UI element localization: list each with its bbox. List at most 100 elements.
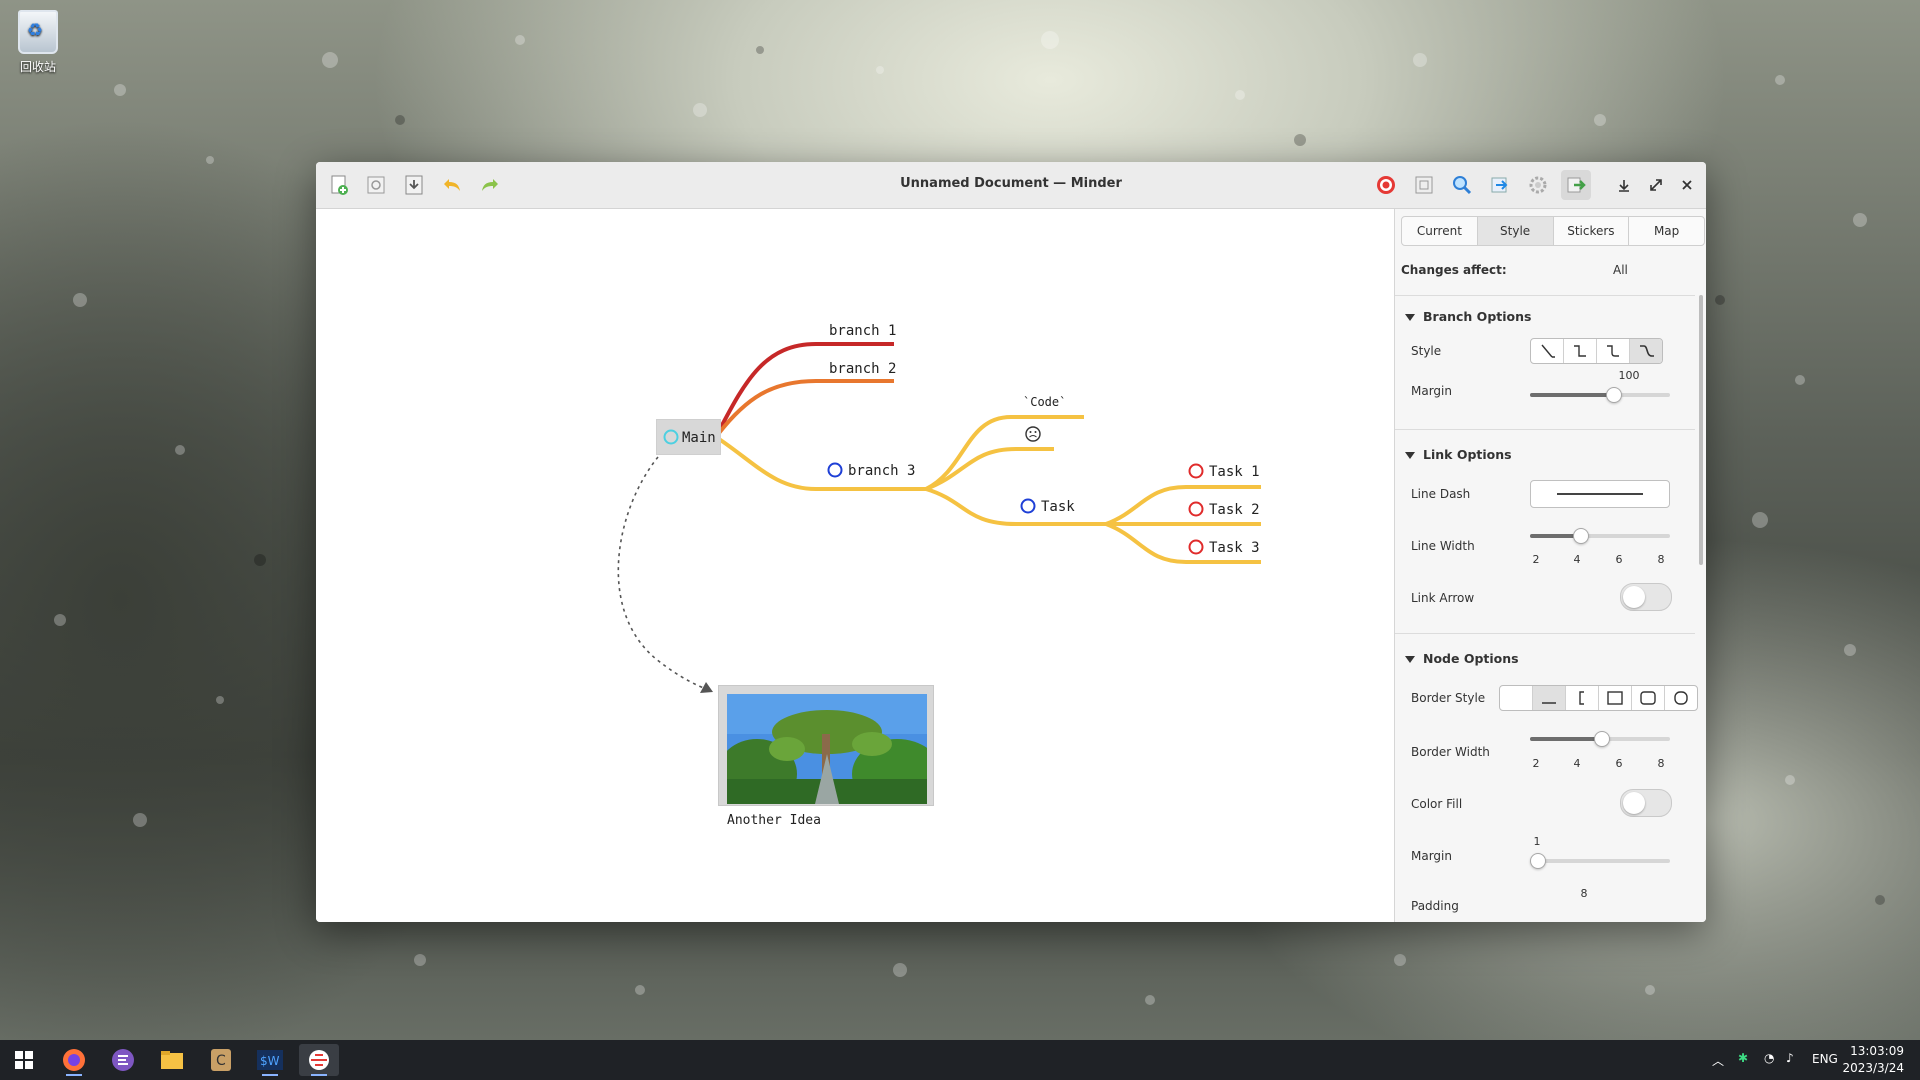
border-none-icon[interactable]: [1500, 686, 1533, 710]
branch-1-link: [717, 342, 894, 432]
link-arrow-toggle[interactable]: [1620, 583, 1672, 611]
recycle-bin-label: 回收站: [19, 60, 56, 74]
tab-current[interactable]: Current: [1402, 217, 1478, 245]
taskbar-clock[interactable]: 13:03:09 2023/3/24: [1842, 1043, 1904, 1077]
changes-affect-value[interactable]: All: [1613, 263, 1628, 277]
node-branch-2[interactable]: branch 2: [829, 361, 896, 377]
slider-knob[interactable]: [1593, 731, 1610, 747]
slider-knob[interactable]: [1530, 853, 1546, 869]
smiley-sticker-icon[interactable]: [1025, 426, 1041, 442]
task-3-icon[interactable]: [1188, 539, 1204, 555]
code-link: [925, 415, 1084, 491]
sidebar-scrollbar[interactable]: [1699, 295, 1703, 565]
node-task[interactable]: Task: [1041, 499, 1075, 515]
settings-button[interactable]: [1523, 170, 1553, 200]
settings-icon: [1529, 176, 1547, 194]
close-icon: [1682, 180, 1692, 190]
line-width-label: Line Width: [1411, 539, 1475, 553]
border-underline-icon[interactable]: [1533, 686, 1566, 710]
branch-style-straight-icon[interactable]: [1531, 339, 1564, 363]
line-width-slider[interactable]: [1530, 526, 1670, 546]
recycle-bin-desktop-icon[interactable]: 回收站: [14, 10, 62, 75]
slider-knob[interactable]: [1605, 387, 1622, 403]
border-rounded-icon[interactable]: [1632, 686, 1665, 710]
border-square-icon[interactable]: [1599, 686, 1632, 710]
divider: [1395, 633, 1695, 634]
node-task-2[interactable]: Task 2: [1209, 502, 1260, 518]
main-node-graphic: Main: [663, 429, 716, 446]
node-branch-1[interactable]: branch 1: [829, 323, 896, 339]
branch-style-curved-icon[interactable]: [1630, 339, 1662, 363]
mindmap-connections: branch 1 branch 2 branch 3 `Code` Task T…: [617, 323, 1261, 693]
border-width-tick-labels: 2 4 6 8: [1532, 757, 1665, 770]
branch-options-header[interactable]: Branch Options: [1405, 309, 1531, 324]
node-branch-3[interactable]: branch 3: [848, 463, 915, 479]
export-button[interactable]: [1485, 170, 1515, 200]
close-button[interactable]: [1672, 170, 1702, 200]
branch-3-task-icon[interactable]: [827, 462, 843, 478]
taskbar-emacs[interactable]: [103, 1044, 143, 1076]
minimize-button[interactable]: [1609, 170, 1639, 200]
taskbar-file-explorer[interactable]: [152, 1044, 192, 1076]
node-another-idea[interactable]: Another Idea: [718, 685, 934, 828]
tab-style[interactable]: Style: [1477, 217, 1554, 245]
branch-style-square-icon[interactable]: [1564, 339, 1597, 363]
branch-style-selector: [1530, 338, 1663, 364]
main-task-icon[interactable]: [663, 429, 679, 445]
node-code[interactable]: `Code`: [1023, 395, 1066, 409]
node-main[interactable]: Main: [656, 419, 721, 455]
tray-network-app-icon[interactable]: ✱: [1738, 1051, 1749, 1065]
taskbar-sw-app[interactable]: $W: [250, 1044, 290, 1076]
tray-language[interactable]: ENG: [1812, 1052, 1838, 1066]
branch-style-label: Style: [1411, 344, 1442, 358]
undo-button[interactable]: [437, 170, 467, 200]
task-node-icon[interactable]: [1020, 498, 1036, 514]
zoom-fit-icon: [1415, 176, 1433, 194]
changes-affect-label: Changes affect:: [1401, 263, 1507, 277]
line-dash-dropdown[interactable]: [1530, 480, 1670, 508]
branch-margin-slider[interactable]: [1530, 385, 1670, 405]
border-pill-icon[interactable]: [1665, 686, 1697, 710]
branch-style-rounded-icon[interactable]: [1597, 339, 1630, 363]
branch-margin-value: 100: [1618, 369, 1640, 382]
node-task-1[interactable]: Task 1: [1209, 464, 1260, 480]
tray-wifi-icon[interactable]: ◔: [1764, 1051, 1775, 1065]
link-options-header[interactable]: Link Options: [1405, 447, 1512, 462]
tab-stickers[interactable]: Stickers: [1554, 217, 1630, 245]
border-width-slider[interactable]: [1530, 729, 1670, 749]
task-1-icon[interactable]: [1188, 463, 1204, 479]
node-options-header[interactable]: Node Options: [1405, 651, 1519, 666]
maximize-button[interactable]: [1641, 170, 1671, 200]
tab-map[interactable]: Map: [1653, 224, 1680, 238]
taskbar-c-app[interactable]: C: [201, 1044, 241, 1076]
tree-photo-image: [727, 694, 927, 804]
mindmap-canvas[interactable]: branch 1 branch 2 branch 3 `Code` Task T…: [316, 209, 1394, 922]
file-explorer-icon: [161, 1051, 183, 1069]
taskbar-minder[interactable]: [299, 1044, 339, 1076]
task-2-icon[interactable]: [1188, 501, 1204, 517]
new-document-button[interactable]: [324, 170, 354, 200]
slider-knob[interactable]: [1573, 528, 1590, 544]
search-icon: [1453, 176, 1472, 195]
color-fill-toggle[interactable]: [1620, 789, 1672, 817]
redo-button[interactable]: [475, 170, 505, 200]
focus-button[interactable]: [1371, 170, 1401, 200]
node-task-3[interactable]: Task 3: [1209, 540, 1260, 556]
padding-label: Padding: [1411, 899, 1459, 913]
search-button[interactable]: [1447, 170, 1477, 200]
divider: [1395, 295, 1695, 296]
tray-volume-icon[interactable]: ♪: [1786, 1051, 1794, 1065]
link-arrow-label: Link Arrow: [1411, 591, 1475, 605]
sidebar-toggle-button[interactable]: [1561, 170, 1591, 200]
save-icon: [405, 175, 423, 195]
open-button[interactable]: [361, 170, 391, 200]
svg-text:C: C: [216, 1053, 226, 1069]
node-margin-slider[interactable]: [1530, 851, 1670, 871]
border-bracket-icon[interactable]: [1566, 686, 1599, 710]
branch-2-link: [717, 379, 894, 435]
start-button[interactable]: [4, 1044, 44, 1076]
tray-chevron-up-icon[interactable]: ︿: [1712, 1054, 1725, 1068]
zoom-fit-button[interactable]: [1409, 170, 1439, 200]
taskbar-firefox[interactable]: [54, 1044, 94, 1076]
save-button[interactable]: [399, 170, 429, 200]
